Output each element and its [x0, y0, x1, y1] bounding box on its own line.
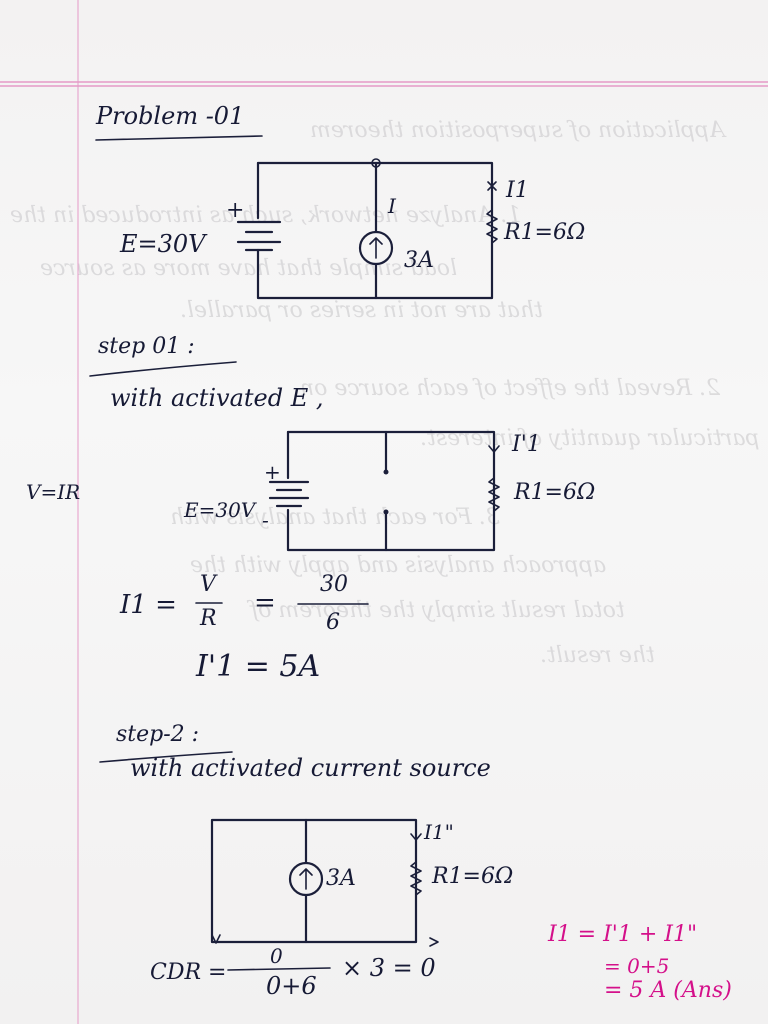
fraction-denominator: R [200, 606, 217, 631]
current-source-label: 3A [326, 866, 356, 891]
resistor-symbol [486, 209, 498, 244]
current-source-symbol [288, 861, 324, 897]
circuit-2 [268, 430, 500, 552]
fraction-denominator: 0+6 [266, 972, 317, 1000]
cdr-lhs: CDR = [150, 960, 227, 985]
result-line: I1 = I'1 + I1" [548, 922, 698, 947]
cdr-rhs: × 3 = 0 [342, 954, 436, 982]
equation-result: I'1 = 5A [196, 649, 321, 684]
resistor-current-label: I1 [506, 178, 529, 203]
circuit-3 [210, 818, 439, 947]
resistor-symbol [410, 861, 422, 896]
open-terminal [383, 469, 389, 475]
current-arrow-icon [488, 445, 500, 453]
fraction-denominator: 6 [326, 610, 340, 635]
current-arrow-icon [429, 937, 439, 947]
margin-note: V=IR [26, 480, 81, 504]
battery-symbol [268, 480, 310, 508]
node [371, 158, 381, 168]
result-line: = 5 A (Ans) [604, 978, 732, 1003]
step1-underline [89, 361, 237, 377]
wire-loop [286, 430, 496, 552]
fraction-numerator: V [200, 572, 216, 597]
step2-underline [99, 751, 233, 763]
step1-subheading: with activated E , [110, 384, 324, 412]
resistor-label: R1=6Ω [432, 864, 514, 889]
fraction-numerator: 0 [270, 944, 283, 968]
equation-lhs: I1 = [120, 590, 177, 620]
plus-sign: + [226, 198, 245, 223]
open-terminal [383, 509, 389, 515]
current-arrow-icon [487, 181, 497, 191]
step2-subheading: with activated current source [130, 754, 491, 782]
current-source-label: 3A [404, 248, 434, 273]
page-title: Problem -01 [96, 102, 245, 130]
source-label: E=30V [120, 230, 206, 258]
resistor-label: R1=6Ω [514, 480, 596, 505]
current-arrow-icon [211, 934, 221, 944]
title-underline [95, 135, 263, 141]
fraction-numerator: 30 [320, 572, 348, 597]
battery-symbol [236, 220, 282, 252]
step2-heading: step-2 : [116, 722, 200, 747]
fraction-bar [227, 967, 331, 971]
resistor-symbol [488, 477, 500, 512]
current-label: I [388, 194, 396, 218]
minus-sign: - [262, 508, 269, 532]
resistor-current-label: I'1 [512, 432, 541, 457]
step1-heading: step 01 : [98, 334, 195, 359]
circuit-1 [236, 158, 498, 300]
plus-sign: + [264, 460, 281, 484]
current-source-symbol [358, 230, 394, 266]
wire-loop [210, 818, 418, 944]
result-line: = 0+5 [604, 954, 670, 978]
resistor-label: R1=6Ω [504, 220, 586, 245]
current-arrow-icon [410, 833, 422, 841]
wire-loop [256, 161, 494, 300]
resistor-current-label: I1" [424, 820, 454, 844]
equals-sign: = [254, 588, 276, 618]
source-label: E=30V [184, 498, 256, 522]
